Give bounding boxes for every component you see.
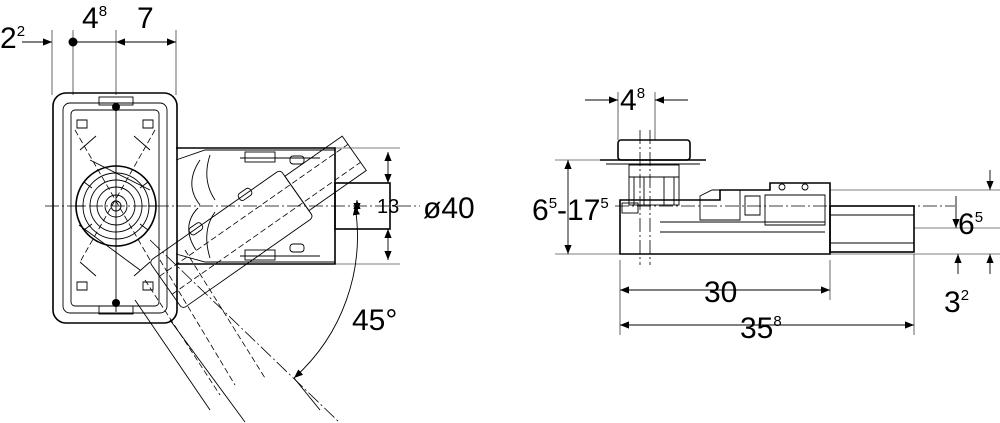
dim-6-5: 65 (958, 208, 983, 241)
dim-35-8: 358 (740, 312, 782, 345)
mounting-frame (52, 92, 178, 324)
left-view: 22 48 7 13 ø40 45° (0, 2, 475, 423)
dim-4-8-right: 48 (620, 84, 645, 117)
dim-2-2: 22 (0, 22, 25, 55)
dim-13: 13 (377, 196, 399, 218)
right-top-dimension (585, 92, 688, 140)
right-view: 48 65-175 65 30 358 32 (532, 84, 1000, 345)
dim-diameter-40: ø40 (423, 192, 475, 225)
left-top-dimensions (22, 30, 177, 95)
angled-outlet (134, 135, 367, 423)
trap-body (600, 139, 915, 255)
dim-4-8-left: 48 (82, 2, 107, 35)
right-dimension-lines (564, 160, 994, 329)
angle-arc (293, 205, 360, 411)
dim-angle-45: 45° (352, 304, 397, 337)
dim-30: 30 (704, 276, 737, 309)
dim-3-2: 32 (944, 286, 969, 319)
right-centerlines (615, 130, 955, 265)
right-extension-lines (555, 159, 1000, 335)
dim-7: 7 (137, 2, 154, 35)
dim-range-6-5-17-5: 65-175 (532, 194, 609, 227)
